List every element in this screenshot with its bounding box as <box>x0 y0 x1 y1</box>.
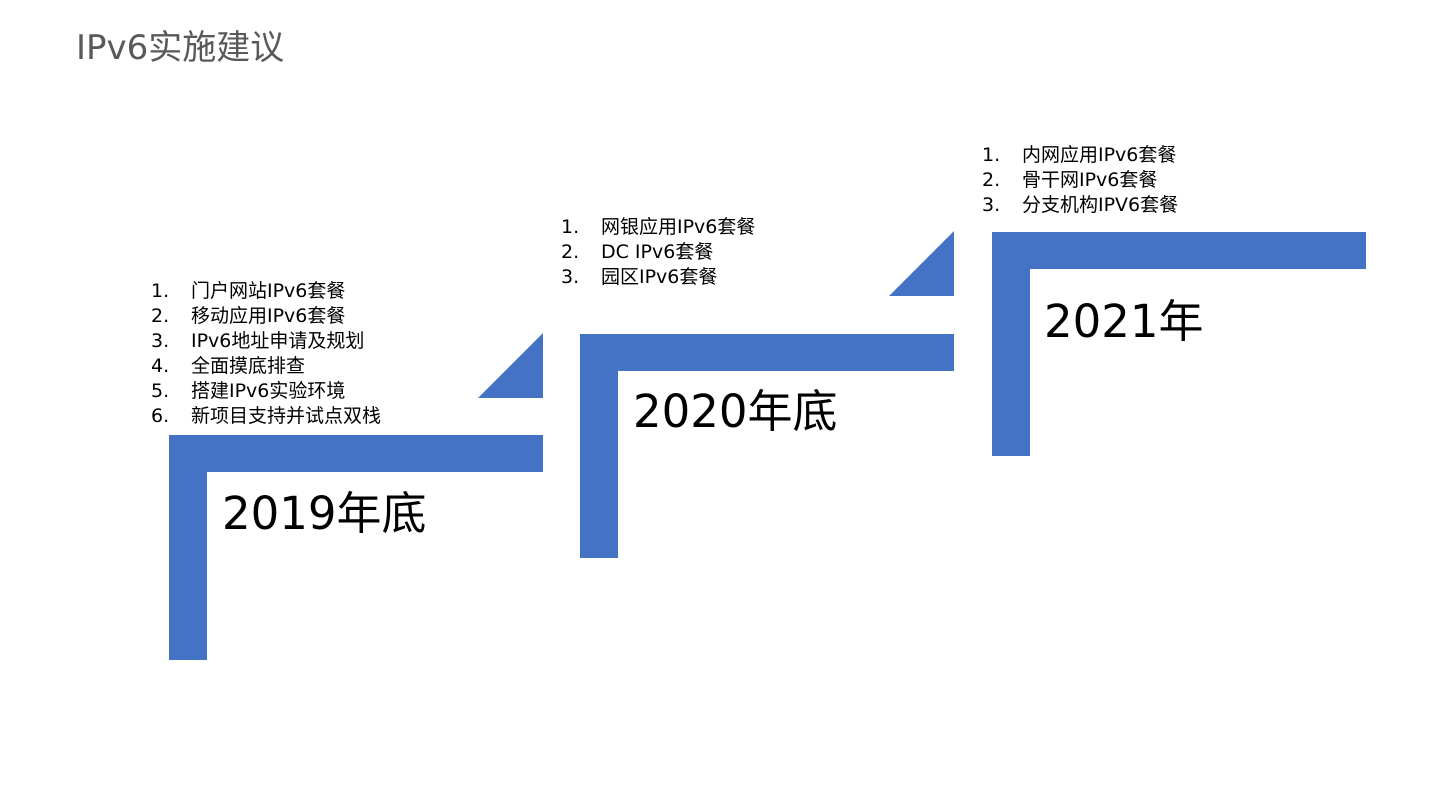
list-item: 2.DC IPv6套餐 <box>561 241 714 263</box>
step-triangle-shape <box>478 333 543 398</box>
step-vertical-bar <box>992 232 1030 456</box>
stage-2019-list: 1.门户网站IPv6套餐 2.移动应用IPv6套餐 3.IPv6地址申请及规划 … <box>151 279 381 429</box>
step-horizontal-bar <box>169 435 543 472</box>
year-label: 2021年 <box>1044 295 1204 348</box>
step-triangle-shape <box>889 231 954 296</box>
list-item: 6.新项目支持并试点双栈 <box>151 405 382 427</box>
list-item: 1.网银应用IPv6套餐 <box>561 216 756 238</box>
slide-title: IPv6实施建议 <box>76 28 285 68</box>
list-item: 2.移动应用IPv6套餐 <box>151 305 346 327</box>
step-vertical-bar <box>580 334 618 558</box>
year-label: 2019年底 <box>222 487 427 540</box>
list-item: 1.门户网站IPv6套餐 <box>151 280 346 302</box>
list-item: 5.搭建IPv6实验环境 <box>151 380 346 402</box>
stage-2020-list: 1.网银应用IPv6套餐 2.DC IPv6套餐 3.园区IPv6套餐 <box>561 215 755 290</box>
list-item: 2.骨干网IPv6套餐 <box>982 169 1158 191</box>
list-item: 1.内网应用IPv6套餐 <box>982 144 1177 166</box>
step-vertical-bar <box>169 435 207 660</box>
step-horizontal-bar <box>580 334 954 371</box>
list-item: 3.分支机构IPV6套餐 <box>982 194 1179 216</box>
list-item: 4.全面摸底排查 <box>151 355 306 377</box>
list-item: 3.IPv6地址申请及规划 <box>151 330 365 352</box>
list-item: 3.园区IPv6套餐 <box>561 266 718 288</box>
step-horizontal-bar <box>992 232 1366 269</box>
year-label: 2020年底 <box>633 385 838 438</box>
stage-2021-list: 1.内网应用IPv6套餐 2.骨干网IPv6套餐 3.分支机构IPV6套餐 <box>982 143 1178 218</box>
